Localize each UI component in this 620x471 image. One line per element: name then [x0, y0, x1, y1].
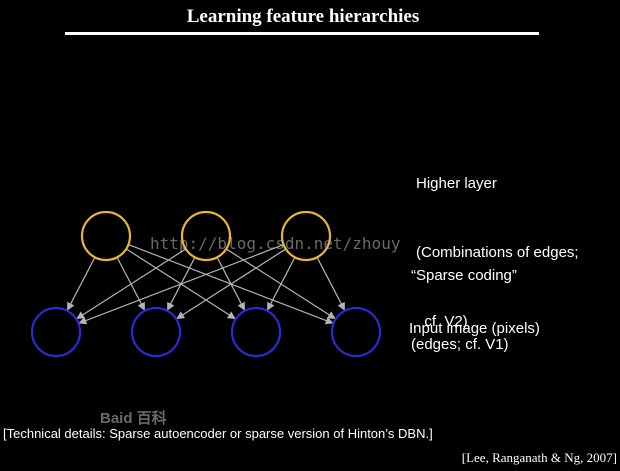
edge-hidden-3-to-input-2	[176, 248, 287, 320]
input-node-3	[230, 306, 282, 358]
baidu-logo-watermark: Baid 百科	[100, 410, 167, 427]
higher-layer-line-3: cf V2)	[416, 313, 468, 330]
hidden-node-3	[280, 210, 332, 262]
sparse-coding-line-2: (edges; cf. V1)	[411, 336, 509, 353]
sparse-coding-line-1: “Sparse coding”	[411, 267, 517, 284]
edge-hidden-3-to-input-3	[267, 257, 296, 311]
edge-hidden-1-to-input-1	[67, 257, 96, 311]
hidden-layer	[80, 210, 332, 262]
slide-title: Learning feature hierarchies	[186, 6, 420, 27]
title-underline	[65, 32, 539, 35]
hidden-node-2	[180, 210, 232, 262]
hidden-node-1	[80, 210, 132, 262]
higher-layer-line-1: Higher layer	[416, 175, 497, 192]
technical-details: [Technical details: Sparse autoencoder o…	[3, 426, 433, 441]
edge-hidden-3-to-input-1	[78, 244, 284, 325]
higher-layer-line-2: (Combinations of edges;	[416, 244, 579, 261]
input-image-label: Input image (pixels)	[409, 320, 540, 337]
input-node-1	[30, 306, 82, 358]
sparse-coding-label: “Sparse coding” (edges; cf. V1)	[411, 218, 517, 402]
edge-group	[67, 244, 345, 325]
edge-hidden-3-to-input-4	[316, 257, 345, 311]
input-node-2	[130, 306, 182, 358]
input-node-4	[330, 306, 382, 358]
input-layer	[30, 306, 382, 358]
citation: [Lee, Ranganath & Ng, 2007]	[461, 450, 617, 465]
higher-layer-label: Higher layer (Combinations of edges; cf …	[416, 126, 579, 379]
watermark-url: http://blog.csdn.net/zhouy	[150, 234, 401, 253]
edge-hidden-2-to-input-1	[76, 248, 187, 320]
